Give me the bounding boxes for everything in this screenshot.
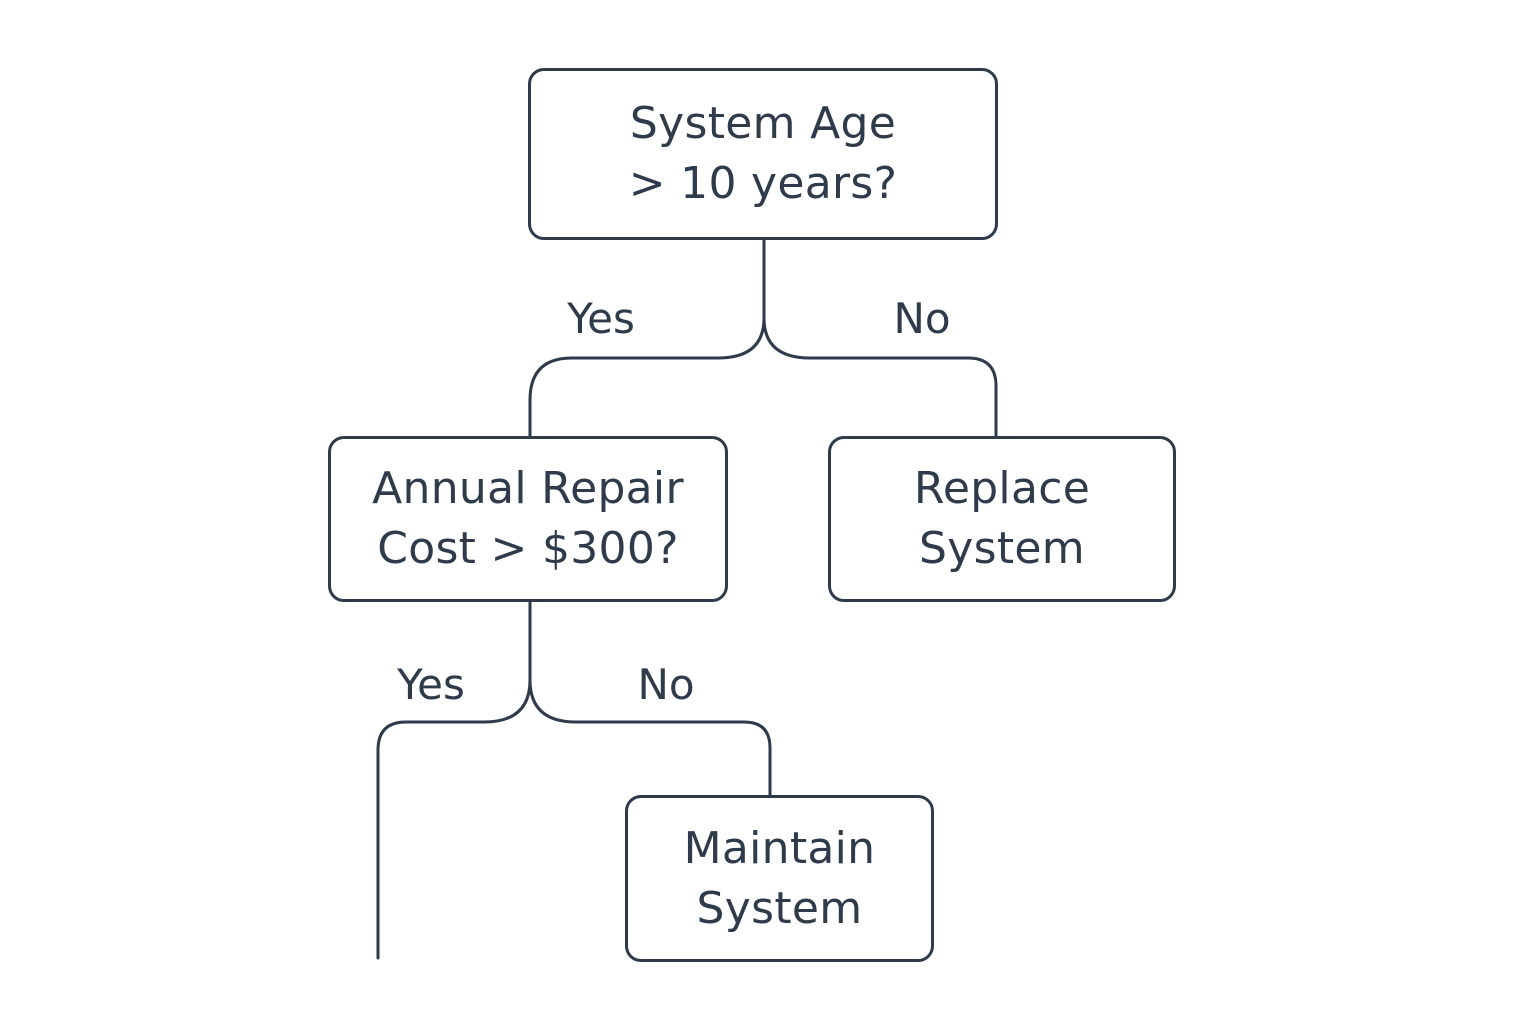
- edge-label-no: No: [637, 660, 695, 709]
- node-text-line: Replace: [913, 463, 1091, 514]
- node-text-line: System Age: [629, 98, 897, 149]
- connector-repair-to-yes-branch: [376, 600, 532, 960]
- edge-label-yes: Yes: [397, 660, 465, 709]
- decision-node-system-age: System Age > 10 years?: [528, 68, 998, 240]
- node-text-line: > 10 years?: [628, 158, 898, 209]
- edge-label-yes: Yes: [567, 294, 635, 343]
- node-text-line: Annual Repair: [372, 463, 684, 514]
- connector-root-to-repair: [528, 238, 766, 438]
- decision-node-repair-cost: Annual Repair Cost > $300?: [328, 436, 728, 602]
- node-text-line: Cost > $300?: [377, 523, 679, 574]
- connector-root-to-replace: [762, 316, 998, 438]
- outcome-node-maintain-system: Maintain System: [625, 795, 934, 962]
- outcome-node-replace-system: Replace System: [828, 436, 1176, 602]
- node-text-line: Maintain: [683, 822, 876, 874]
- connector-repair-to-maintain: [528, 678, 772, 797]
- node-text-line: System: [919, 523, 1085, 574]
- node-text-line: System: [696, 882, 863, 934]
- edge-label-no: No: [893, 294, 951, 343]
